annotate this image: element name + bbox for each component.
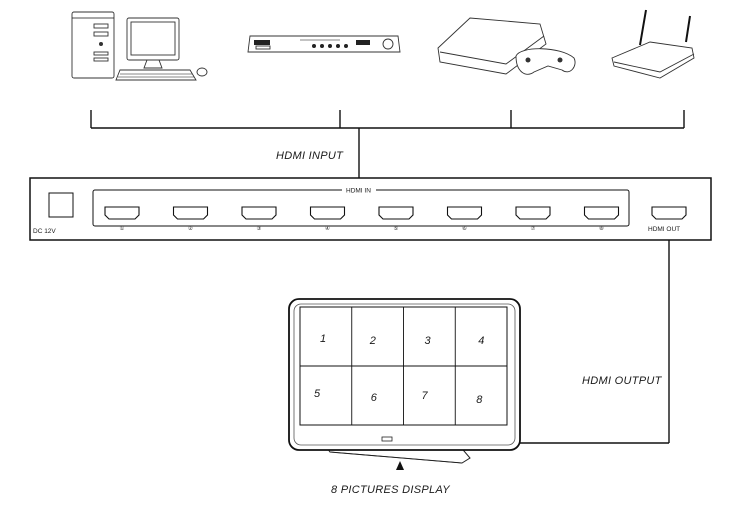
hdmi-in-port — [241, 206, 277, 220]
hdmi-in-port — [104, 206, 140, 220]
display-cell-number: 7 — [422, 390, 429, 402]
hdmi-in-port-number: ① — [120, 225, 125, 232]
hdmi-in-port — [583, 206, 620, 220]
hdmi-in-ports: ① ② ③ ④ ⑤ ⑥ ⑦ ⑧ — [104, 206, 620, 232]
hdmi-out-port — [651, 206, 687, 220]
display-cell-number: 5 — [314, 388, 321, 400]
display-cell-number: 2 — [369, 335, 376, 347]
input-connection-lines — [90, 110, 685, 178]
hdmi-in-port — [446, 206, 483, 220]
hdmi-output-label: HDMI OUTPUT — [582, 375, 663, 387]
output-connection-line — [520, 240, 670, 444]
pc-icon — [71, 11, 208, 81]
hdmi-in-port — [309, 206, 346, 220]
hdmi-in-port-number: ⑧ — [599, 225, 604, 232]
hdmi-in-port-number: ② — [188, 225, 193, 232]
display-cell-number: 1 — [320, 333, 326, 345]
tv-display — [288, 298, 521, 464]
router-icon — [611, 9, 695, 79]
hdmi-in-label: HDMI IN — [346, 188, 371, 195]
display-cell-number: 4 — [478, 335, 484, 347]
hdmi-in-port-number: ⑦ — [531, 225, 536, 232]
hdmi-in-port-number: ③ — [257, 225, 262, 232]
hdmi-out-label: HDMI OUT — [648, 226, 680, 233]
hdmi-in-port-number: ⑤ — [394, 225, 399, 232]
display-cell-number: 6 — [371, 392, 378, 404]
power-label: DC 12V — [33, 228, 56, 235]
hdmi-in-port-number: ④ — [325, 225, 330, 232]
display-caption: 8 PICTURES DISPLAY — [331, 484, 450, 496]
hdmi-input-label: HDMI INPUT — [276, 150, 344, 162]
game-console-icon — [437, 17, 576, 75]
display-grid: 1 2 3 4 5 6 7 8 — [300, 307, 507, 425]
hdmi-in-port — [172, 206, 209, 220]
dvd-player-icon — [247, 35, 401, 53]
display-cell-number: 8 — [476, 394, 483, 406]
hdmi-in-port — [378, 206, 414, 220]
hdmi-in-port-number: ⑥ — [462, 225, 467, 232]
display-pointer-arrow — [396, 461, 404, 470]
display-cell-number: 3 — [425, 335, 432, 347]
hdmi-in-port — [515, 206, 551, 220]
